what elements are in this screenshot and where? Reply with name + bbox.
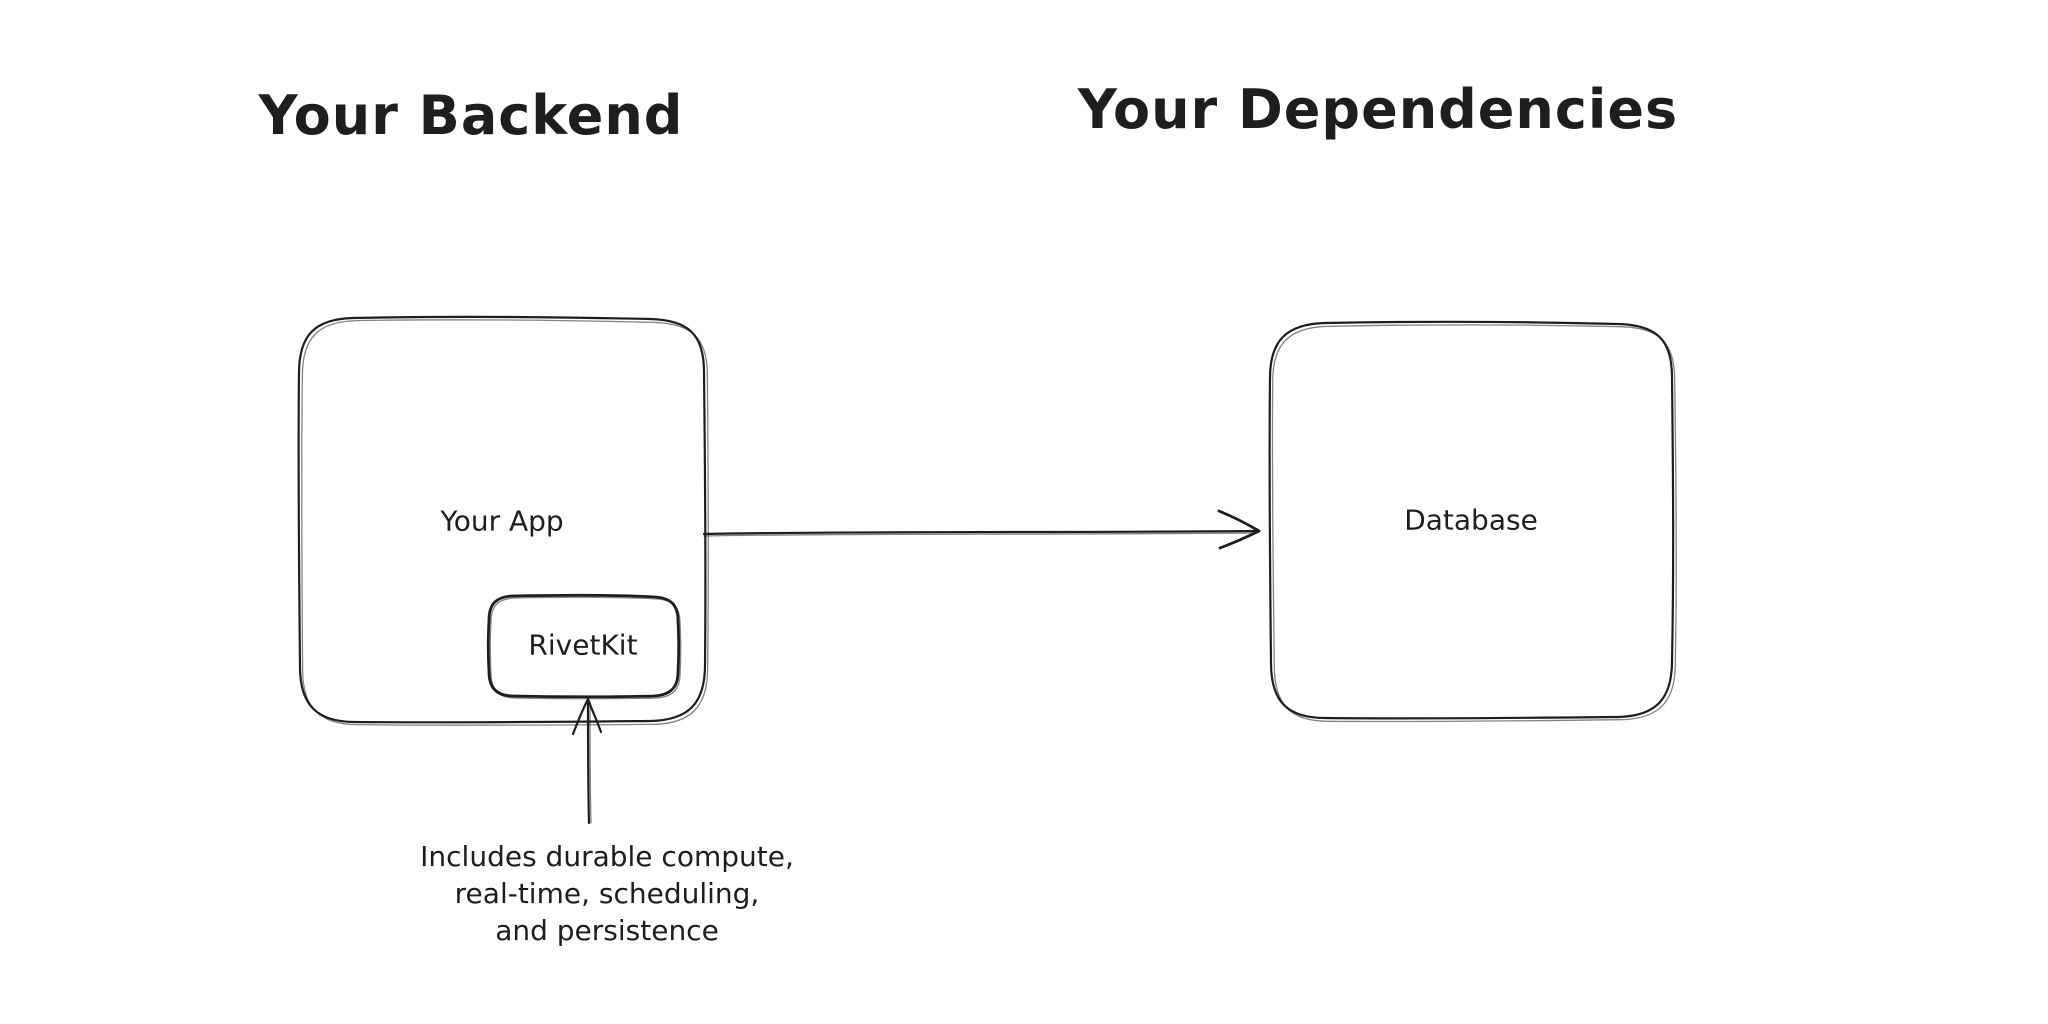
arrowhead-right-icon: [1217, 509, 1261, 550]
rivetkit-box: [486, 593, 682, 700]
your-app-label: Your App: [440, 504, 564, 538]
arrow-note-to-rivetkit: [571, 697, 603, 825]
arrowhead-up-icon: [571, 697, 603, 736]
your-app-box: [297, 315, 709, 726]
rivetkit-label: RivetKit: [528, 628, 638, 662]
annotation-line-2: real-time, scheduling,: [454, 877, 760, 910]
annotation-line-1: Includes durable compute,: [420, 840, 794, 873]
rivetkit-annotation: Includes durable compute, real-time, sch…: [420, 838, 794, 949]
backend-section-title: Your Backend: [258, 84, 684, 147]
database-label: Database: [1404, 503, 1538, 537]
dependencies-section-title: Your Dependencies: [1077, 78, 1679, 141]
database-box: [1268, 320, 1677, 723]
annotation-line-3: and persistence: [495, 914, 719, 947]
arrow-app-to-database: [702, 509, 1261, 550]
